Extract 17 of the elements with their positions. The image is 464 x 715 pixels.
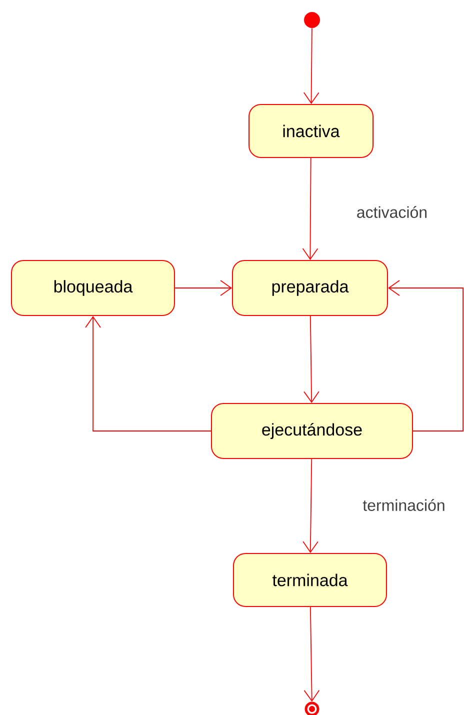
edge-label: activación bbox=[357, 206, 427, 218]
arrow bbox=[388, 280, 464, 432]
state-box: preparada bbox=[232, 260, 388, 316]
arrow bbox=[174, 280, 232, 296]
arrow bbox=[85, 316, 212, 432]
edge-label: terminación bbox=[362, 499, 444, 511]
end-bullseye bbox=[304, 702, 320, 715]
arrow bbox=[302, 458, 318, 553]
arrow bbox=[302, 158, 318, 260]
state-box: ejecutándose bbox=[211, 403, 413, 459]
arrow bbox=[303, 28, 320, 104]
state-box: bloqueada bbox=[11, 260, 175, 316]
state-box: terminada bbox=[233, 553, 387, 607]
start-dot bbox=[304, 12, 320, 28]
state-box: inactiva bbox=[248, 104, 374, 158]
arrow bbox=[304, 316, 320, 403]
arrow bbox=[304, 606, 320, 702]
